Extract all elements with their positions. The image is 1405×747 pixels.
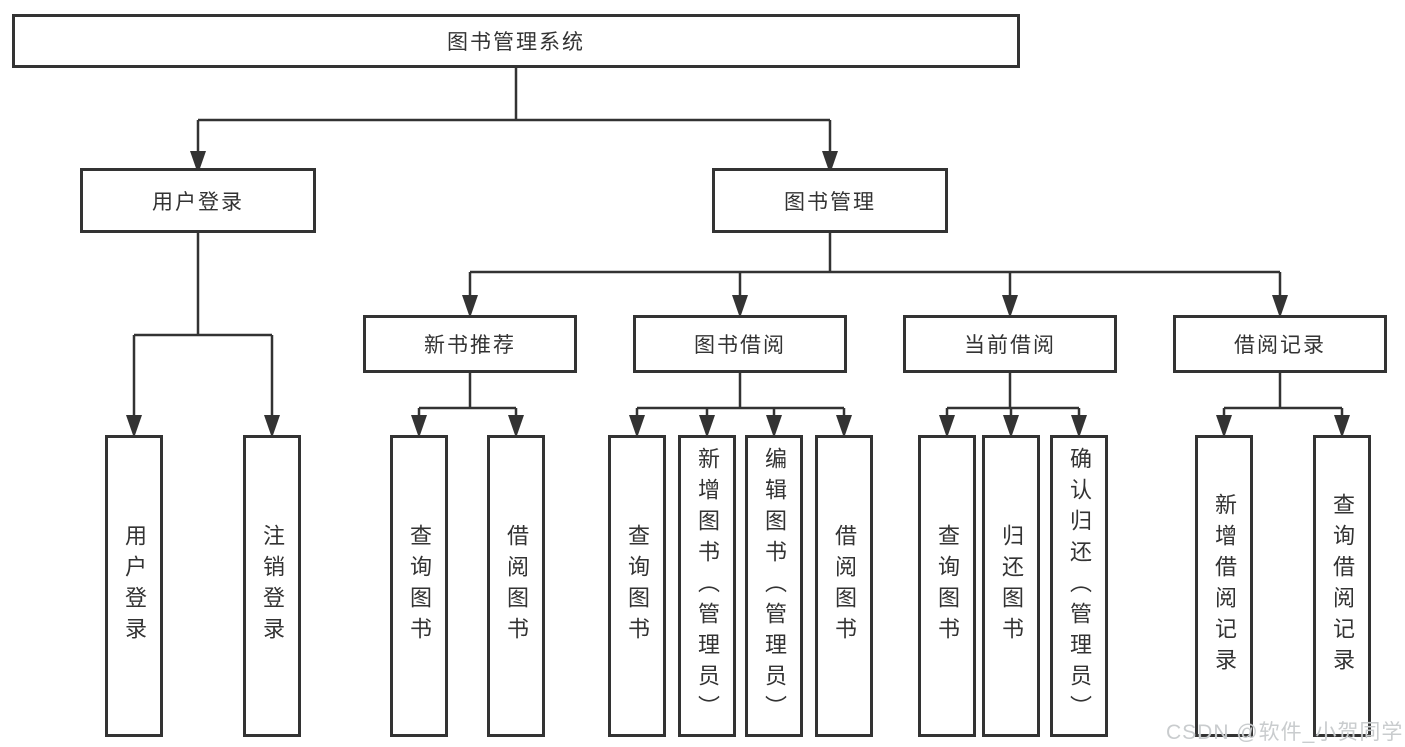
node-cb-query-books: 查询图书 <box>918 435 976 737</box>
arrowhead <box>462 295 478 318</box>
arrowhead <box>822 151 838 174</box>
arrowhead <box>629 415 645 438</box>
edge-root-to-level2 <box>196 68 832 161</box>
node-cb-return-book: 归还图书 <box>982 435 1040 737</box>
node-book-mgmt: 图书管理 <box>712 168 948 233</box>
node-cb-confirm-return: 确认归还（管理员） <box>1050 435 1108 737</box>
edge-bookborrow-to-leaves <box>635 373 846 426</box>
arrowhead <box>190 151 206 174</box>
edge-bookmgmt-to-level3 <box>468 233 1282 306</box>
node-current-borrow: 当前借阅 <box>903 315 1117 373</box>
arrowhead <box>732 295 748 318</box>
node-root: 图书管理系统 <box>12 14 1020 68</box>
arrowhead <box>508 415 524 438</box>
node-bb-edit-book: 编辑图书（管理员） <box>745 435 803 737</box>
node-borrow-records: 借阅记录 <box>1173 315 1387 373</box>
node-nb-query-books: 查询图书 <box>390 435 448 737</box>
watermark-text: CSDN @软件_小贺同学 <box>1166 721 1404 744</box>
arrowhead <box>1334 415 1350 438</box>
node-book-borrow: 图书借阅 <box>633 315 847 373</box>
node-br-add-record: 新增借阅记录 <box>1195 435 1253 737</box>
arrowhead <box>699 415 715 438</box>
node-bb-add-book: 新增图书（管理员） <box>678 435 736 737</box>
edge-newbookrec-to-leaves <box>417 373 518 426</box>
node-br-query-record: 查询借阅记录 <box>1313 435 1371 737</box>
edge-userlogin-to-leaves <box>132 233 274 426</box>
node-new-book-rec: 新书推荐 <box>363 315 577 373</box>
arrowhead <box>264 415 280 438</box>
arrowheads <box>126 151 1350 438</box>
arrowhead <box>1272 295 1288 318</box>
node-logout: 注销登录 <box>243 435 301 737</box>
arrowhead <box>836 415 852 438</box>
node-user-login: 用户登录 <box>80 168 316 233</box>
node-bb-borrow-books: 借阅图书 <box>815 435 873 737</box>
arrowhead <box>126 415 142 438</box>
arrowhead <box>411 415 427 438</box>
arrowhead <box>1071 415 1087 438</box>
node-nb-borrow-books: 借阅图书 <box>487 435 545 737</box>
edge-borrowrecords-to-leaves <box>1222 373 1344 426</box>
node-login: 用户登录 <box>105 435 163 737</box>
node-bb-query-books: 查询图书 <box>608 435 666 737</box>
arrowhead <box>766 415 782 438</box>
arrowhead <box>1216 415 1232 438</box>
arrowhead <box>1003 415 1019 438</box>
arrowhead <box>939 415 955 438</box>
arrowhead <box>1002 295 1018 318</box>
